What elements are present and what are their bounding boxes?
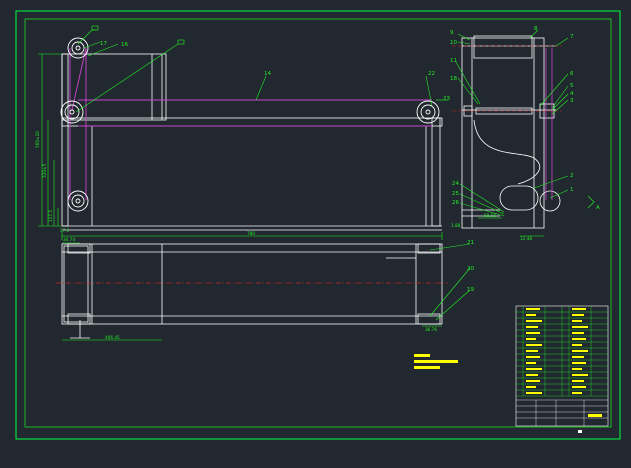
balloon-1: 1 (570, 187, 574, 193)
title-grid (516, 399, 608, 426)
pulley-top (67, 37, 89, 59)
dim-mid-height: 320±5 (42, 163, 47, 178)
motor-body (499, 185, 539, 211)
dim-foot-height: 117.5 (48, 210, 53, 222)
view-arrow-a (587, 195, 595, 209)
balloon-4: 4 (570, 91, 574, 97)
balloon-16: 16 (121, 42, 128, 48)
front-dimensions (38, 53, 443, 240)
balloon-23: 23 (443, 96, 450, 102)
dim-side-bottom: 12.48 (520, 236, 532, 241)
balloon-14: 14 (264, 71, 271, 77)
balloon-22: 22 (428, 71, 435, 77)
balloon-2: 2 (570, 173, 574, 179)
plan-bearing-br (417, 313, 441, 325)
dim-overall-height: 560±10 (35, 131, 40, 148)
dim-foot-small: 27.5 (60, 228, 70, 233)
pulley-mid-right (416, 100, 440, 124)
balloon-20: 20 (467, 266, 474, 272)
pulleys (60, 37, 440, 212)
pulley-mid-left (60, 100, 84, 124)
belt-lines (69, 47, 432, 200)
balloon-24: 24 (452, 181, 459, 187)
side-magenta (545, 48, 553, 200)
balloon-10: 10 (450, 40, 457, 46)
balloon-21: 21 (467, 240, 474, 246)
balloon-25: 25 (452, 191, 459, 197)
sheet-number-mark (578, 430, 582, 433)
side-leaders (455, 29, 569, 237)
plan-bearing-tl (67, 243, 91, 254)
plan-view (61, 243, 443, 339)
outer-sheet-border (15, 10, 621, 440)
side-red-axis (452, 45, 562, 112)
dim-plan-left: 30.74 (63, 237, 75, 242)
motor-end (539, 190, 561, 212)
balloon-11: 11 (450, 58, 457, 64)
dim-side-width: 68.56 (484, 213, 496, 218)
right-post (431, 117, 441, 227)
dim-side-left: 1.88 (451, 223, 461, 228)
side-top-box (473, 35, 533, 59)
plan-left-block (63, 245, 89, 323)
balloon-7: 7 (570, 34, 574, 40)
balloon-marker-motor (177, 39, 185, 45)
side-frame (461, 37, 545, 229)
balloon-6: 6 (570, 71, 574, 77)
dim-plan-right: 36.76 (425, 327, 437, 332)
front-view (61, 53, 443, 231)
drawing-title-mark (588, 414, 602, 417)
balloon-19: 19 (467, 287, 474, 293)
balloon-17: 17 (100, 41, 107, 47)
dim-front-width: 780 (247, 231, 255, 236)
balloon-5: 5 (570, 83, 574, 89)
parts-list-grid (516, 306, 608, 397)
side-cable (473, 119, 541, 185)
inner-sheet-border (24, 18, 612, 428)
title-block (515, 305, 609, 433)
balloon-A: A (596, 205, 600, 211)
conveyor-bed-top (61, 117, 443, 127)
balloon-3: 3 (570, 98, 574, 104)
side-view (461, 35, 561, 229)
plan-bearing-bl (67, 313, 91, 325)
plan-dimensions (62, 242, 471, 341)
technical-notes (414, 354, 458, 369)
plan-frame (61, 243, 443, 325)
balloon-8: 8 (534, 26, 538, 32)
dim-plan-bottom: 406.45 (105, 335, 120, 340)
balloon-26: 26 (452, 200, 459, 206)
balloon-marker-top (91, 25, 99, 31)
pulley-bottom (67, 190, 89, 212)
balloon-18: 18 (450, 76, 457, 82)
parts-list-entries (526, 308, 588, 394)
balloon-9: 9 (450, 30, 454, 36)
left-post (61, 53, 69, 227)
